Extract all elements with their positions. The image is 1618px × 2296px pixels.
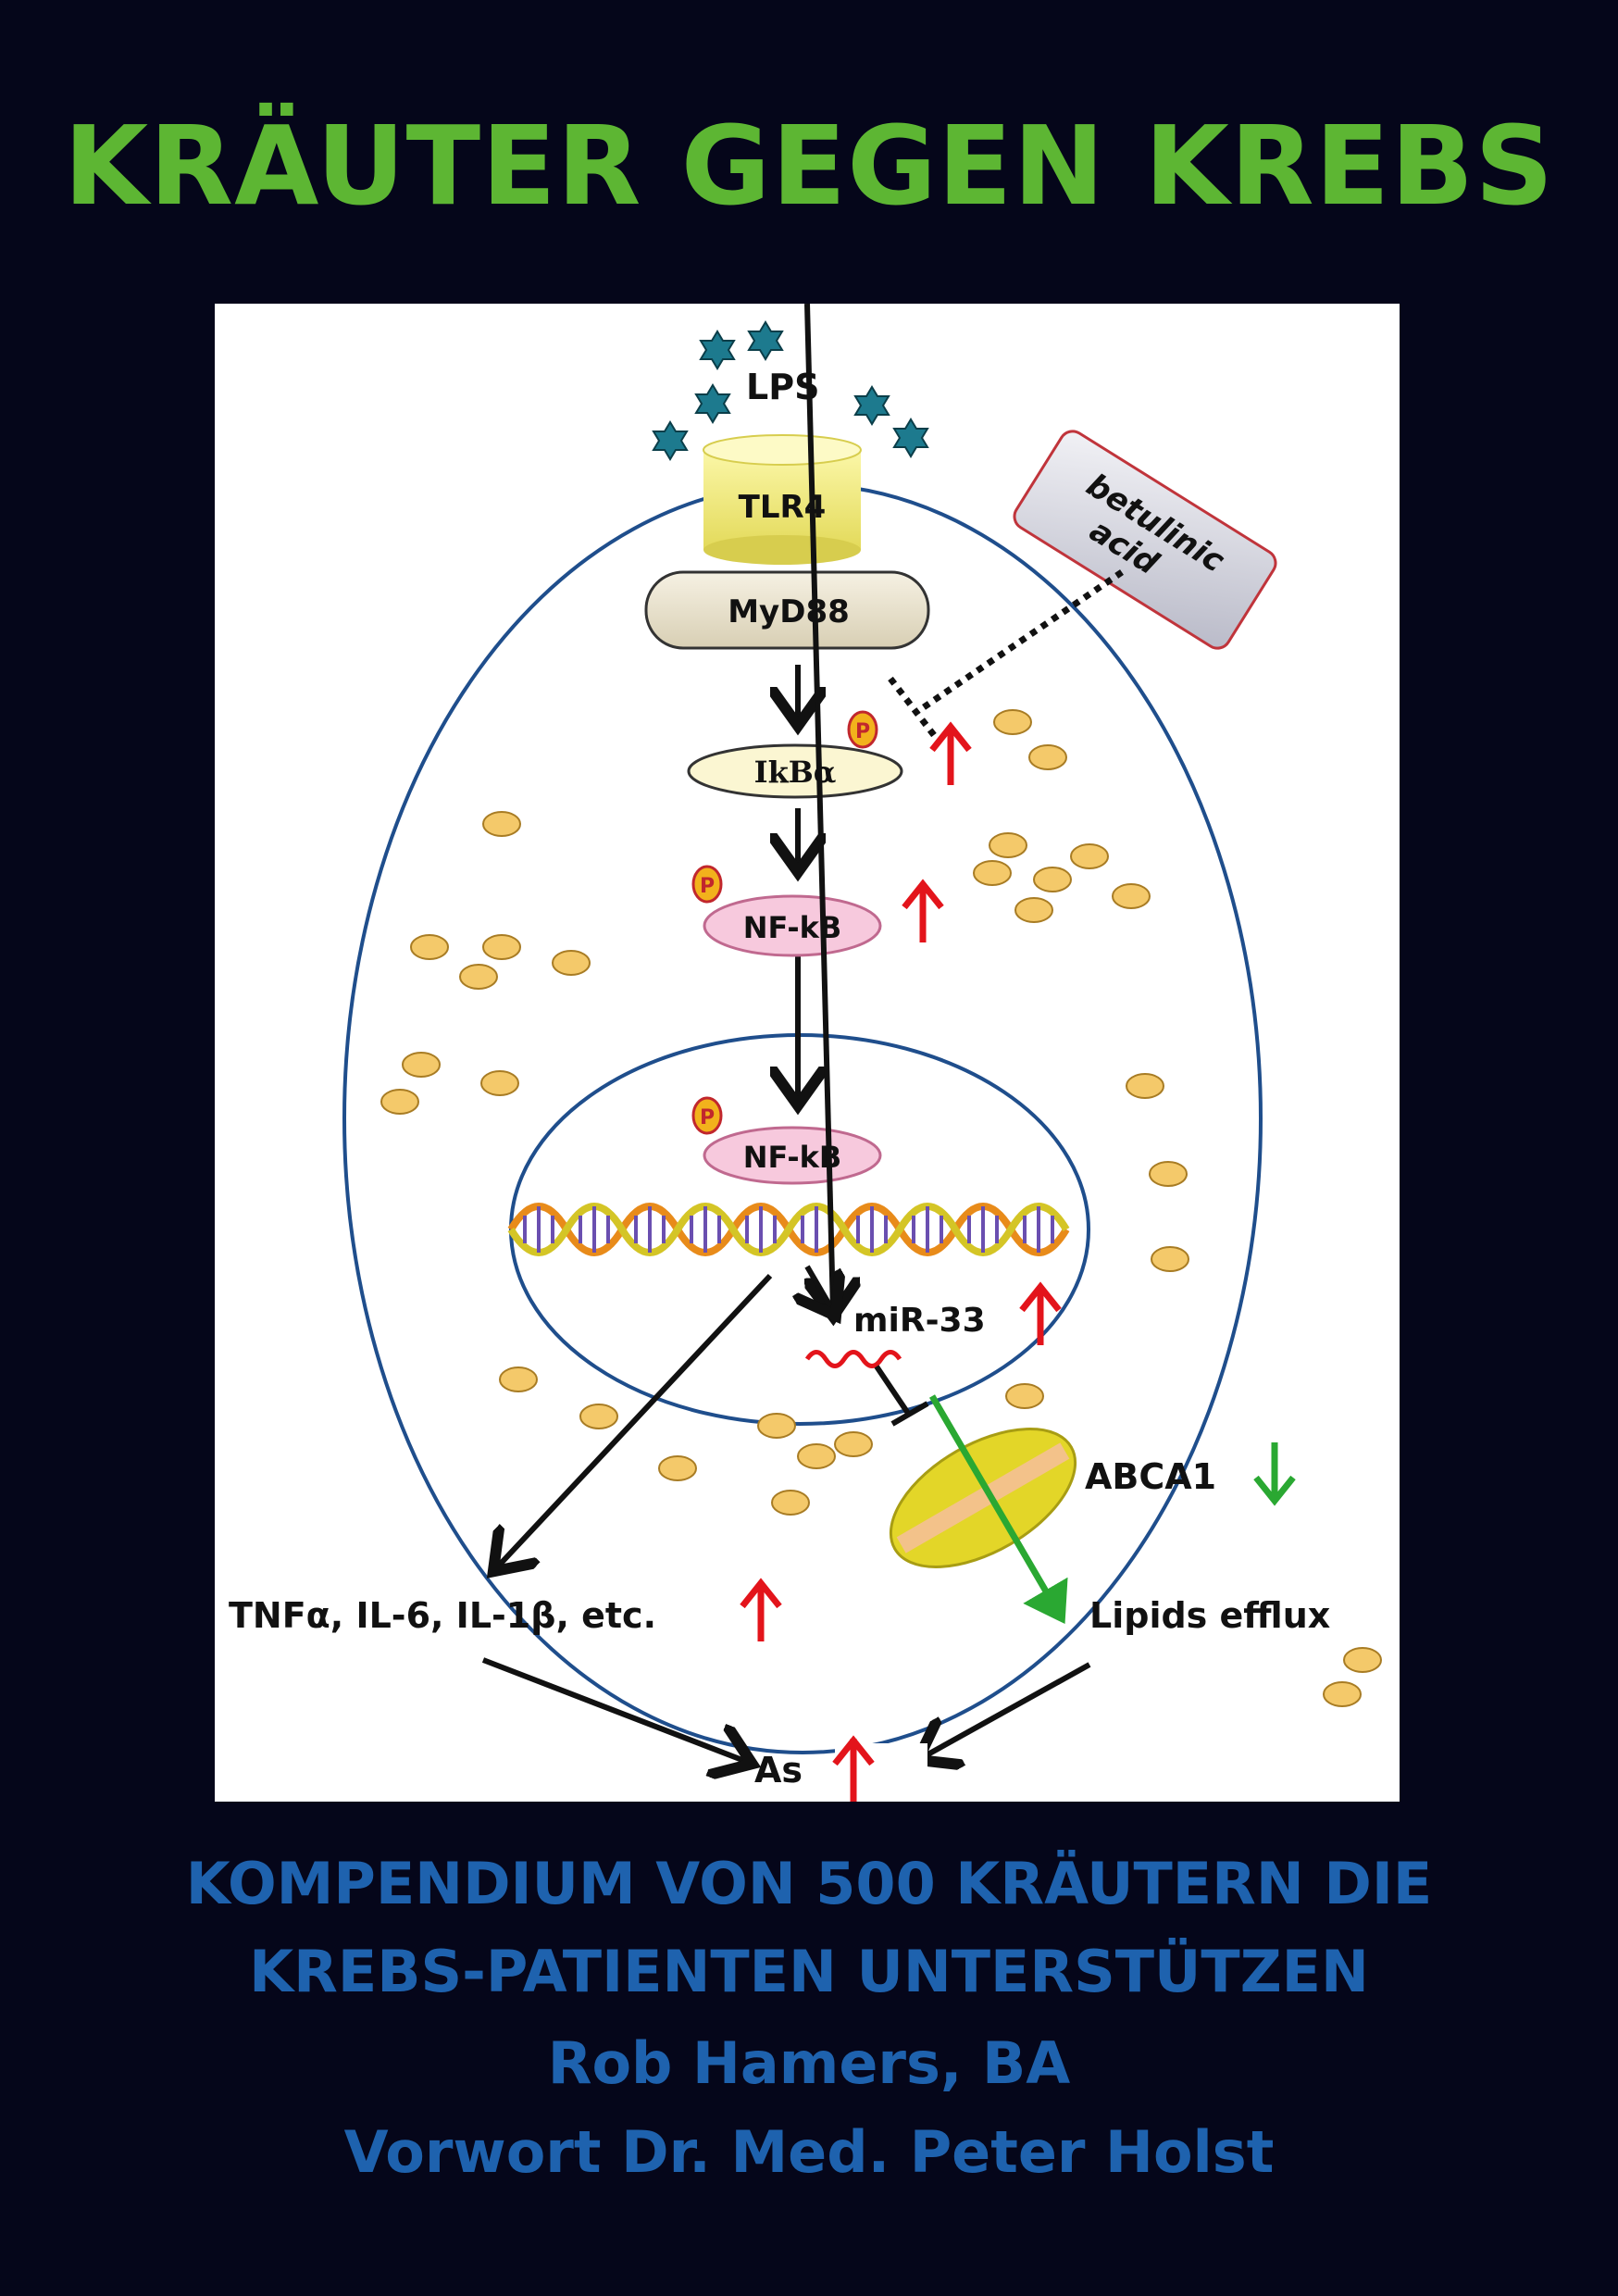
book-title: KRÄUTER GEGEN KREBS xyxy=(63,102,1555,230)
subtitle-line-1: KOMPENDIUM VON 500 KRÄUTERN DIE xyxy=(185,1850,1433,1917)
phospho-badge-ikba: P xyxy=(847,710,878,749)
inhibition-dotted-line xyxy=(916,569,1124,714)
ikba-label: IkBα xyxy=(754,755,837,790)
abca1-label: ABCA1 xyxy=(1085,1456,1216,1497)
pathway-diagram: LPS TLR4 MyD88 betulinic acid IkBα P NF-… xyxy=(229,304,1382,1802)
outcome-label: As xyxy=(754,1750,803,1791)
betulinic-acid-tile xyxy=(1013,430,1277,650)
arrow-dna-mir33 xyxy=(804,304,833,1311)
svg-text:P: P xyxy=(855,720,870,743)
arrow-dna-cytokines xyxy=(497,1273,773,1567)
foreword-credit: Vorwort Dr. Med. Peter Holst xyxy=(343,2118,1275,2186)
arrow-cytokines-outcome xyxy=(481,1657,747,1762)
mir33-squiggle xyxy=(804,1350,902,1368)
lipids-label: Lipids efflux xyxy=(1089,1595,1330,1636)
arrow-dna-mir33-line xyxy=(807,1265,833,1311)
nfkb-label: NF-kB xyxy=(743,910,842,945)
lipid-droplets xyxy=(380,709,1382,1707)
cell-membrane xyxy=(342,482,1263,1754)
mir33-inhibition-bar xyxy=(890,1401,929,1427)
svg-text:P: P xyxy=(700,1106,715,1129)
inhibition-bar xyxy=(888,676,940,742)
author-name: Rob Hamers, BA xyxy=(547,2029,1071,2097)
lps-molecules xyxy=(652,320,929,461)
nfkb-nucleus-label: NF-kB xyxy=(743,1140,842,1175)
nfkb-oval xyxy=(703,894,882,957)
dna-helix xyxy=(507,1203,1070,1256)
cytokines-label: TNFα, IL-6, IL-1β, etc. xyxy=(229,1595,656,1636)
arrow-lipids-outcome xyxy=(923,1662,1091,1757)
tlr4-receptor xyxy=(703,434,862,565)
cover-figure: LPS TLR4 MyD88 betulinic acid IkBα P NF-… xyxy=(215,304,1400,1802)
subtitle-line-2: KREBS-PATIENTEN UNTERSTÜTZEN xyxy=(249,1938,1369,2005)
abca1-transporter xyxy=(889,1428,1077,1568)
nfkb-nucleus-oval xyxy=(703,1126,882,1185)
myd88-label: MyD88 xyxy=(728,593,850,630)
phospho-badge-nucleus: P xyxy=(691,1096,723,1135)
mir33-label: miR-33 xyxy=(853,1302,986,1340)
up-arrow-icons xyxy=(740,721,1062,1802)
svg-text:P: P xyxy=(700,875,715,898)
down-arrow-icon xyxy=(1253,1442,1296,1506)
mir33-inhibition xyxy=(874,1365,912,1416)
lipid-efflux-arrow xyxy=(928,1394,1068,1625)
myd88-box xyxy=(644,570,930,650)
phospho-badge-nfkb: P xyxy=(691,865,723,904)
ikba-oval xyxy=(687,743,903,799)
